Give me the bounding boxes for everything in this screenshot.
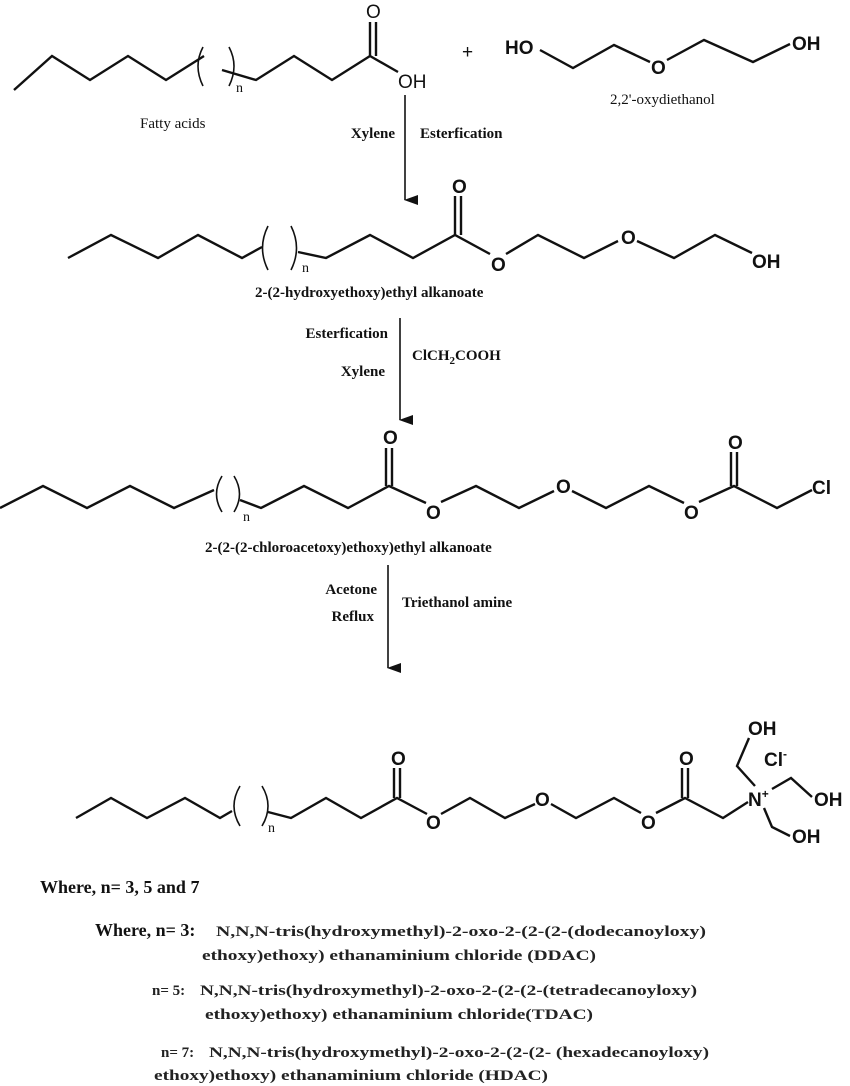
atom-oh: OH (792, 34, 821, 55)
fatty-acids-label: Fatty acids (140, 116, 206, 132)
alkyl-chain-2 (221, 54, 399, 82)
repeat-bracket-left (197, 46, 204, 87)
atom-o: O (728, 433, 743, 454)
hydroxymethyl-arm-top (735, 737, 756, 787)
repeat-n: n (302, 261, 309, 276)
step2-solvent: Xylene (341, 364, 386, 380)
alkyl-chain (13, 54, 205, 91)
repeat-bracket-right (228, 46, 235, 87)
atom-o: O (491, 255, 506, 276)
ether-bonds-2 (550, 796, 642, 820)
intermediate-2-name: 2-(2-(2-chloroacetoxy)ethoxy)ethyl alkan… (205, 540, 492, 556)
intermediate-1-structure: n O O O OH 2-(2-hydroxyethoxy)ethyl alka… (67, 177, 781, 301)
repeat-n: n (243, 510, 250, 525)
atom-ho: HO (505, 38, 534, 59)
n7-name-line1: N,N,N-tris(hydroxymethyl)-2-oxo-2-(2-(2-… (209, 1045, 709, 1061)
step2-reagent: ClCH2COOH (412, 348, 501, 367)
step1-solvent: Xylene (351, 126, 396, 142)
atom-oh: OH (814, 790, 843, 811)
alkyl-chain (75, 796, 233, 820)
ether-bonds (440, 484, 555, 510)
atom-o: O (366, 2, 381, 23)
hydroxymethyl-arm-right (771, 776, 813, 798)
atom-oh: OH (792, 827, 821, 848)
atom-o: O (535, 790, 550, 811)
repeat-bracket-left (215, 475, 223, 513)
repeat-n: n (268, 821, 275, 836)
oxydiethanol-label: 2,2'-oxydiethanol (610, 92, 715, 108)
oxydiethanol-structure: HO O OH 2,2'-oxydiethanol (505, 34, 821, 108)
n3-name-line1: N,N,N-tris(hydroxymethyl)-2-oxo-2-(2-(2-… (216, 924, 706, 940)
n-values-note: Where, n= 3, 5 and 7 (40, 877, 199, 897)
n5-prefix: n= 5: (152, 983, 185, 999)
step3-solvent: Acetone (325, 582, 377, 598)
n7-prefix: n= 7: (161, 1045, 194, 1061)
atom-oh: OH (752, 252, 781, 273)
chloroacetyl-bonds (698, 484, 813, 510)
n5-name-line2: ethoxy)ethoxy) ethanaminium chloride(TDA… (205, 1007, 593, 1023)
hydroxymethyl-arm-bottom (762, 807, 791, 838)
notes: Where, n= 3, 5 and 7 Where, n= 3: N,N,N-… (40, 877, 709, 1084)
intermediate-1-name: 2-(2-hydroxyethoxy)ethyl alkanoate (255, 285, 484, 301)
step2-reaction: Esterfication (306, 326, 389, 342)
n5-name-line1: N,N,N-tris(hydroxymethyl)-2-oxo-2-(2-(2-… (200, 983, 697, 999)
atom-o: O (641, 813, 656, 834)
alkyl-chain-2 (267, 796, 428, 820)
step3-reagent: Triethanol amine (402, 595, 512, 611)
atom-o: O (621, 228, 636, 249)
step3-condition: Reflux (332, 609, 375, 625)
alkyl-chain-2 (239, 484, 427, 510)
alkyl-chain (67, 233, 263, 260)
ether-bonds (440, 796, 536, 820)
atom-o: O (426, 813, 441, 834)
product-structure: n O O O O O N+ OH Cl- OH OH (75, 719, 843, 848)
atom-n-plus: N+ (748, 787, 769, 811)
step1-reaction: Esterfication (420, 126, 503, 142)
plus-sign: + (462, 42, 473, 63)
atom-o: O (452, 177, 467, 198)
atom-o: O (391, 749, 406, 770)
atom-o: O (679, 749, 694, 770)
repeat-bracket-right (261, 785, 269, 827)
glycine-bonds (655, 796, 749, 820)
atom-o: O (684, 503, 699, 524)
n3-prefix: Where, n= 3: (95, 920, 195, 940)
atom-oh: OH (398, 72, 427, 93)
repeat-bracket-right (290, 225, 298, 271)
ether-bonds-2 (571, 484, 685, 510)
diol-bonds-right (666, 38, 791, 64)
alkyl-chain-2 (297, 233, 491, 260)
repeat-bracket-right (233, 475, 241, 513)
intermediate-2-structure: n O O O O O Cl 2-(2-(2-chloroacetoxy)eth… (0, 428, 831, 556)
atom-o: O (383, 428, 398, 449)
repeat-bracket-left (233, 785, 241, 827)
diol-bonds-left (539, 43, 651, 70)
atom-o: O (651, 58, 666, 79)
fatty-acid-structure: n O OH Fatty acids (13, 2, 427, 132)
n7-name-line2: ethoxy)ethoxy) ethanaminium chloride (HD… (154, 1068, 548, 1084)
repeat-n: n (236, 81, 243, 96)
atom-cl: Cl (812, 478, 831, 499)
alkyl-chain (0, 484, 215, 510)
atom-o: O (426, 503, 441, 524)
ether-bonds-2 (636, 233, 753, 260)
atom-oh: OH (748, 719, 777, 740)
chloride-ion: Cl- (764, 747, 787, 771)
n3-name-line2: ethoxy)ethoxy) ethanaminium chloride (DD… (202, 948, 596, 964)
ether-bonds (505, 233, 619, 260)
atom-o: O (556, 477, 571, 498)
repeat-bracket-left (261, 225, 269, 271)
